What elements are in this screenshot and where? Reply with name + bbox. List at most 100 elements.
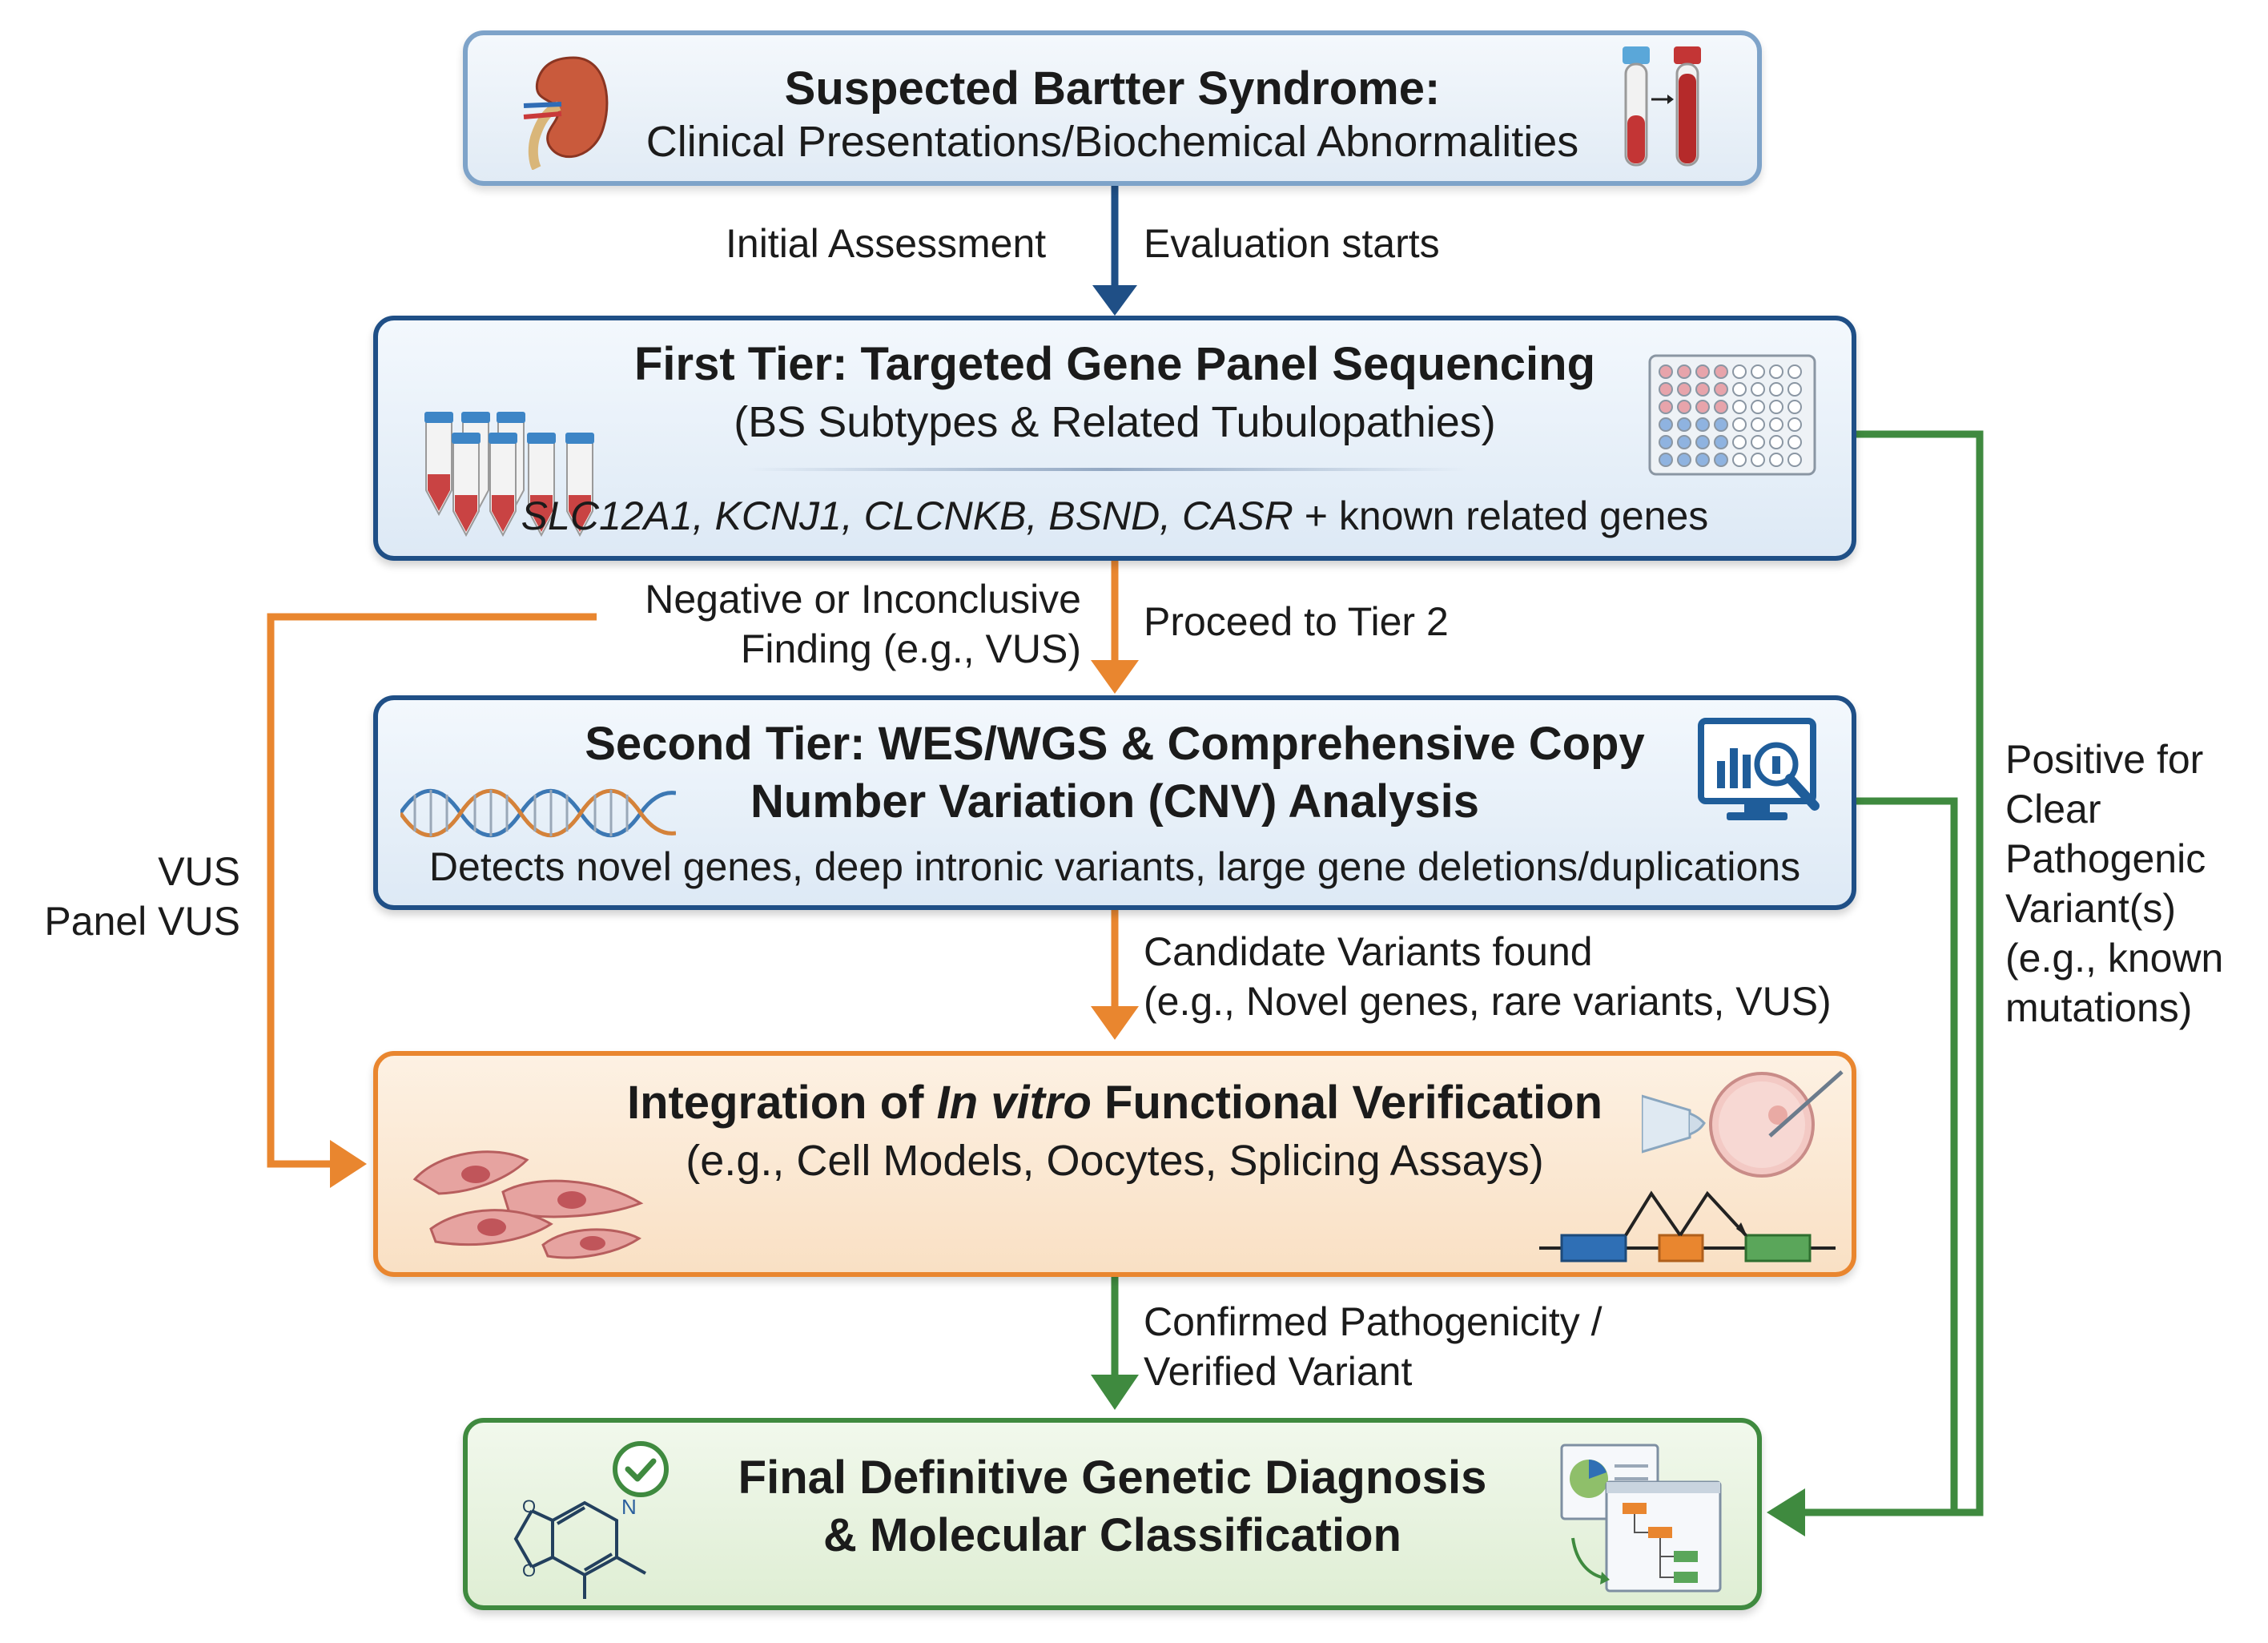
well-dot — [1787, 453, 1802, 467]
tier1-genes: SLC12A1, KCNJ1, CLCNKB, BSND, CASR + kno… — [378, 493, 1852, 540]
dna-helix-icon — [400, 788, 676, 838]
tier1-box: First Tier: Targeted Gene Panel Sequenci… — [373, 316, 1856, 561]
svg-text:N: N — [621, 1495, 637, 1519]
well-dot — [1732, 400, 1747, 414]
well-dot — [1659, 364, 1673, 379]
well-dot — [1769, 453, 1783, 467]
well-dot — [1787, 364, 1802, 379]
well-dot — [1732, 382, 1747, 397]
well-dot — [1659, 435, 1673, 449]
confirmed-pathogenicity-label-line1: Confirmed Pathogenicity / — [1144, 1299, 1602, 1344]
candidate-variants-label-line2: (e.g., Novel genes, rare variants, VUS) — [1144, 979, 1832, 1024]
tier2-box: Second Tier: WES/WGS & Comprehensive Cop… — [373, 695, 1856, 910]
negative-finding-label-line2: Finding (e.g., VUS) — [740, 626, 1081, 671]
data-analysis-monitor-icon — [1698, 718, 1820, 820]
well-dot — [1677, 453, 1691, 467]
vus-label: VUS — [158, 849, 240, 894]
well-dot — [1659, 382, 1673, 397]
confirmed-pathogenicity-label-line2: Verified Variant — [1144, 1349, 1413, 1394]
report-flowchart-icon — [1560, 1444, 1722, 1593]
integration-title-italic: In vitro — [936, 1077, 1092, 1129]
well-dot — [1714, 417, 1728, 432]
well-dot — [1732, 417, 1747, 432]
well-plate-icon — [1648, 354, 1816, 476]
well-dot — [1769, 435, 1783, 449]
check-circle-icon — [613, 1441, 669, 1497]
positive-label-line4: Variant(s) — [2005, 886, 2177, 931]
tier2-description: Detects novel genes, deep intronic varia… — [428, 844, 1801, 889]
tier2-title-line2: Number Variation (CNV) Analysis — [750, 775, 1479, 828]
tier1-gene-list: SLC12A1, KCNJ1, CLCNKB, BSND, CASR — [521, 493, 1293, 538]
oocyte-injection-icon — [1642, 1070, 1844, 1178]
well-dot — [1695, 382, 1710, 397]
blood-tubes-icon — [1623, 46, 1701, 167]
well-dot — [1769, 364, 1783, 379]
well-dot — [1769, 382, 1783, 397]
well-dot — [1714, 435, 1728, 449]
well-dot — [1695, 453, 1710, 467]
tier1-title: First Tier: Targeted Gene Panel Sequenci… — [633, 338, 1596, 390]
arrow-tier2-to-integration — [1091, 910, 1139, 1040]
well-dot — [1695, 400, 1710, 414]
cells-icon — [412, 1150, 644, 1259]
well-dot — [1787, 417, 1802, 432]
integration-subtitle: (e.g., Cell Models, Oocytes, Splicing As… — [686, 1137, 1544, 1185]
well-dot — [1677, 435, 1691, 449]
well-dot — [1714, 382, 1728, 397]
positive-label-line6: mutations) — [2005, 985, 2193, 1030]
candidate-variants-label-line1: Candidate Variants found — [1144, 929, 1593, 974]
positive-label-line3: Pathogenic — [2005, 836, 2206, 881]
start-box: Suspected Bartter Syndrome: Clinical Pre… — [463, 30, 1762, 186]
well-dot — [1659, 417, 1673, 432]
well-dot — [1732, 435, 1747, 449]
start-subtitle: Clinical Presentations/Biochemical Abnor… — [645, 118, 1579, 166]
well-dot — [1751, 400, 1765, 414]
well-dot — [1751, 435, 1765, 449]
arrow-integration-to-final — [1091, 1277, 1139, 1410]
well-dot — [1714, 364, 1728, 379]
final-title-line2: & Molecular Classification — [823, 1509, 1401, 1561]
well-dot — [1659, 453, 1673, 467]
proceed-tier2-label: Proceed to Tier 2 — [1144, 599, 1449, 644]
positive-label-line5: (e.g., known — [2005, 936, 2224, 981]
well-dot — [1695, 364, 1710, 379]
well-dot — [1751, 417, 1765, 432]
sample-tubes-icon — [424, 412, 594, 538]
well-dot — [1714, 453, 1728, 467]
well-dot — [1732, 364, 1747, 379]
well-dot — [1677, 417, 1691, 432]
svg-text:O: O — [522, 1560, 536, 1581]
well-dot — [1732, 453, 1747, 467]
svg-text:O: O — [522, 1496, 536, 1516]
start-title: Suspected Bartter Syndrome: — [784, 62, 1441, 115]
tier2-title-line1: Second Tier: WES/WGS & Comprehensive Cop… — [585, 718, 1645, 770]
final-box: N O O Final Defi — [463, 1418, 1762, 1610]
arrow-left-bypass — [267, 613, 597, 1188]
integration-box: Integration of In vitro Functional Verif… — [373, 1051, 1856, 1277]
evaluation-starts-label: Evaluation starts — [1144, 221, 1440, 266]
splicing-diagram-icon — [1539, 1190, 1836, 1262]
well-dot — [1677, 364, 1691, 379]
well-dot — [1695, 417, 1710, 432]
well-dot — [1695, 435, 1710, 449]
well-dot — [1751, 364, 1765, 379]
well-dot — [1714, 400, 1728, 414]
tier1-subtitle: (BS Subtypes & Related Tubulopathies) — [734, 398, 1496, 446]
well-dot — [1787, 435, 1802, 449]
integration-title-prefix: Integration of — [626, 1077, 937, 1129]
molecule-structure-icon: N O O — [513, 1495, 646, 1599]
final-title-line1: Final Definitive Genetic Diagnosis — [738, 1452, 1487, 1504]
tier1-divider — [746, 468, 1467, 471]
negative-finding-label-line1: Negative or Inconclusive — [645, 577, 1081, 622]
positive-label-line1: Positive for — [2005, 737, 2204, 782]
well-dot — [1769, 417, 1783, 432]
well-dot — [1677, 400, 1691, 414]
panel-vus-label: Panel VUS — [44, 899, 240, 944]
kidney-icon — [523, 56, 609, 170]
well-dot — [1787, 400, 1802, 414]
integration-title: Integration of In vitro Functional Verif… — [378, 1077, 1852, 1130]
well-dot — [1787, 382, 1802, 397]
integration-title-suffix: Functional Verification — [1091, 1077, 1603, 1129]
